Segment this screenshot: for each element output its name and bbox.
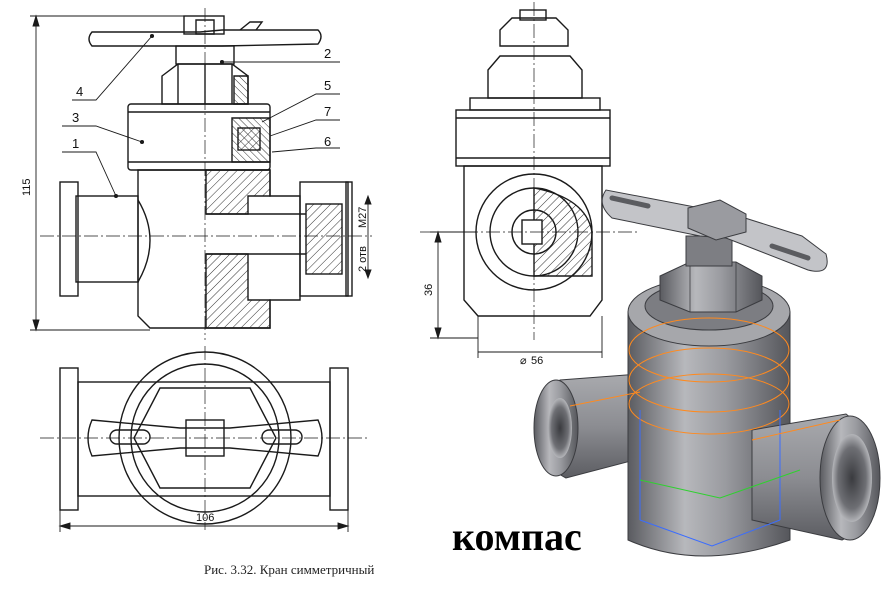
- left-pipe: [75, 195, 139, 283]
- callout-7: 7: [324, 104, 331, 119]
- dimension-height-36: [430, 230, 603, 358]
- dimension-115-text: 115: [21, 178, 33, 196]
- front-view-half-section: [40, 8, 372, 340]
- top-handle: [87, 419, 323, 457]
- callout-3: 3: [72, 110, 79, 125]
- dimension-106-text: 106: [196, 512, 214, 524]
- dimension-diameter-text: 56: [531, 355, 543, 367]
- callout-leaders: [62, 33, 340, 199]
- valve-3d-model: [533, 189, 881, 557]
- side-view: [420, 2, 640, 340]
- callout-5: 5: [324, 78, 331, 93]
- sketch-lines: [569, 317, 841, 547]
- dimension-36-text: 36: [423, 284, 435, 296]
- callout-4: 4: [76, 84, 83, 99]
- thread-note-text: 2 отв: [357, 246, 369, 272]
- dimension-height-115: [30, 14, 184, 332]
- brand-logo-text: компас: [452, 514, 582, 559]
- handle-lever: [88, 29, 322, 47]
- callout-1: 1: [72, 136, 79, 151]
- left-flange: [59, 181, 79, 297]
- dimension-diameter-symbol: ⌀: [520, 355, 527, 367]
- figure-caption: Рис. 3.32. Кран симметричный: [204, 562, 374, 577]
- dimension-width-106: [58, 510, 350, 532]
- right-port: [299, 181, 349, 297]
- top-view: [40, 346, 370, 530]
- callout-2: 2: [324, 46, 331, 61]
- dimension-thread: [364, 194, 372, 280]
- callout-6: 6: [324, 134, 331, 149]
- thread-size-text: M27: [357, 207, 369, 228]
